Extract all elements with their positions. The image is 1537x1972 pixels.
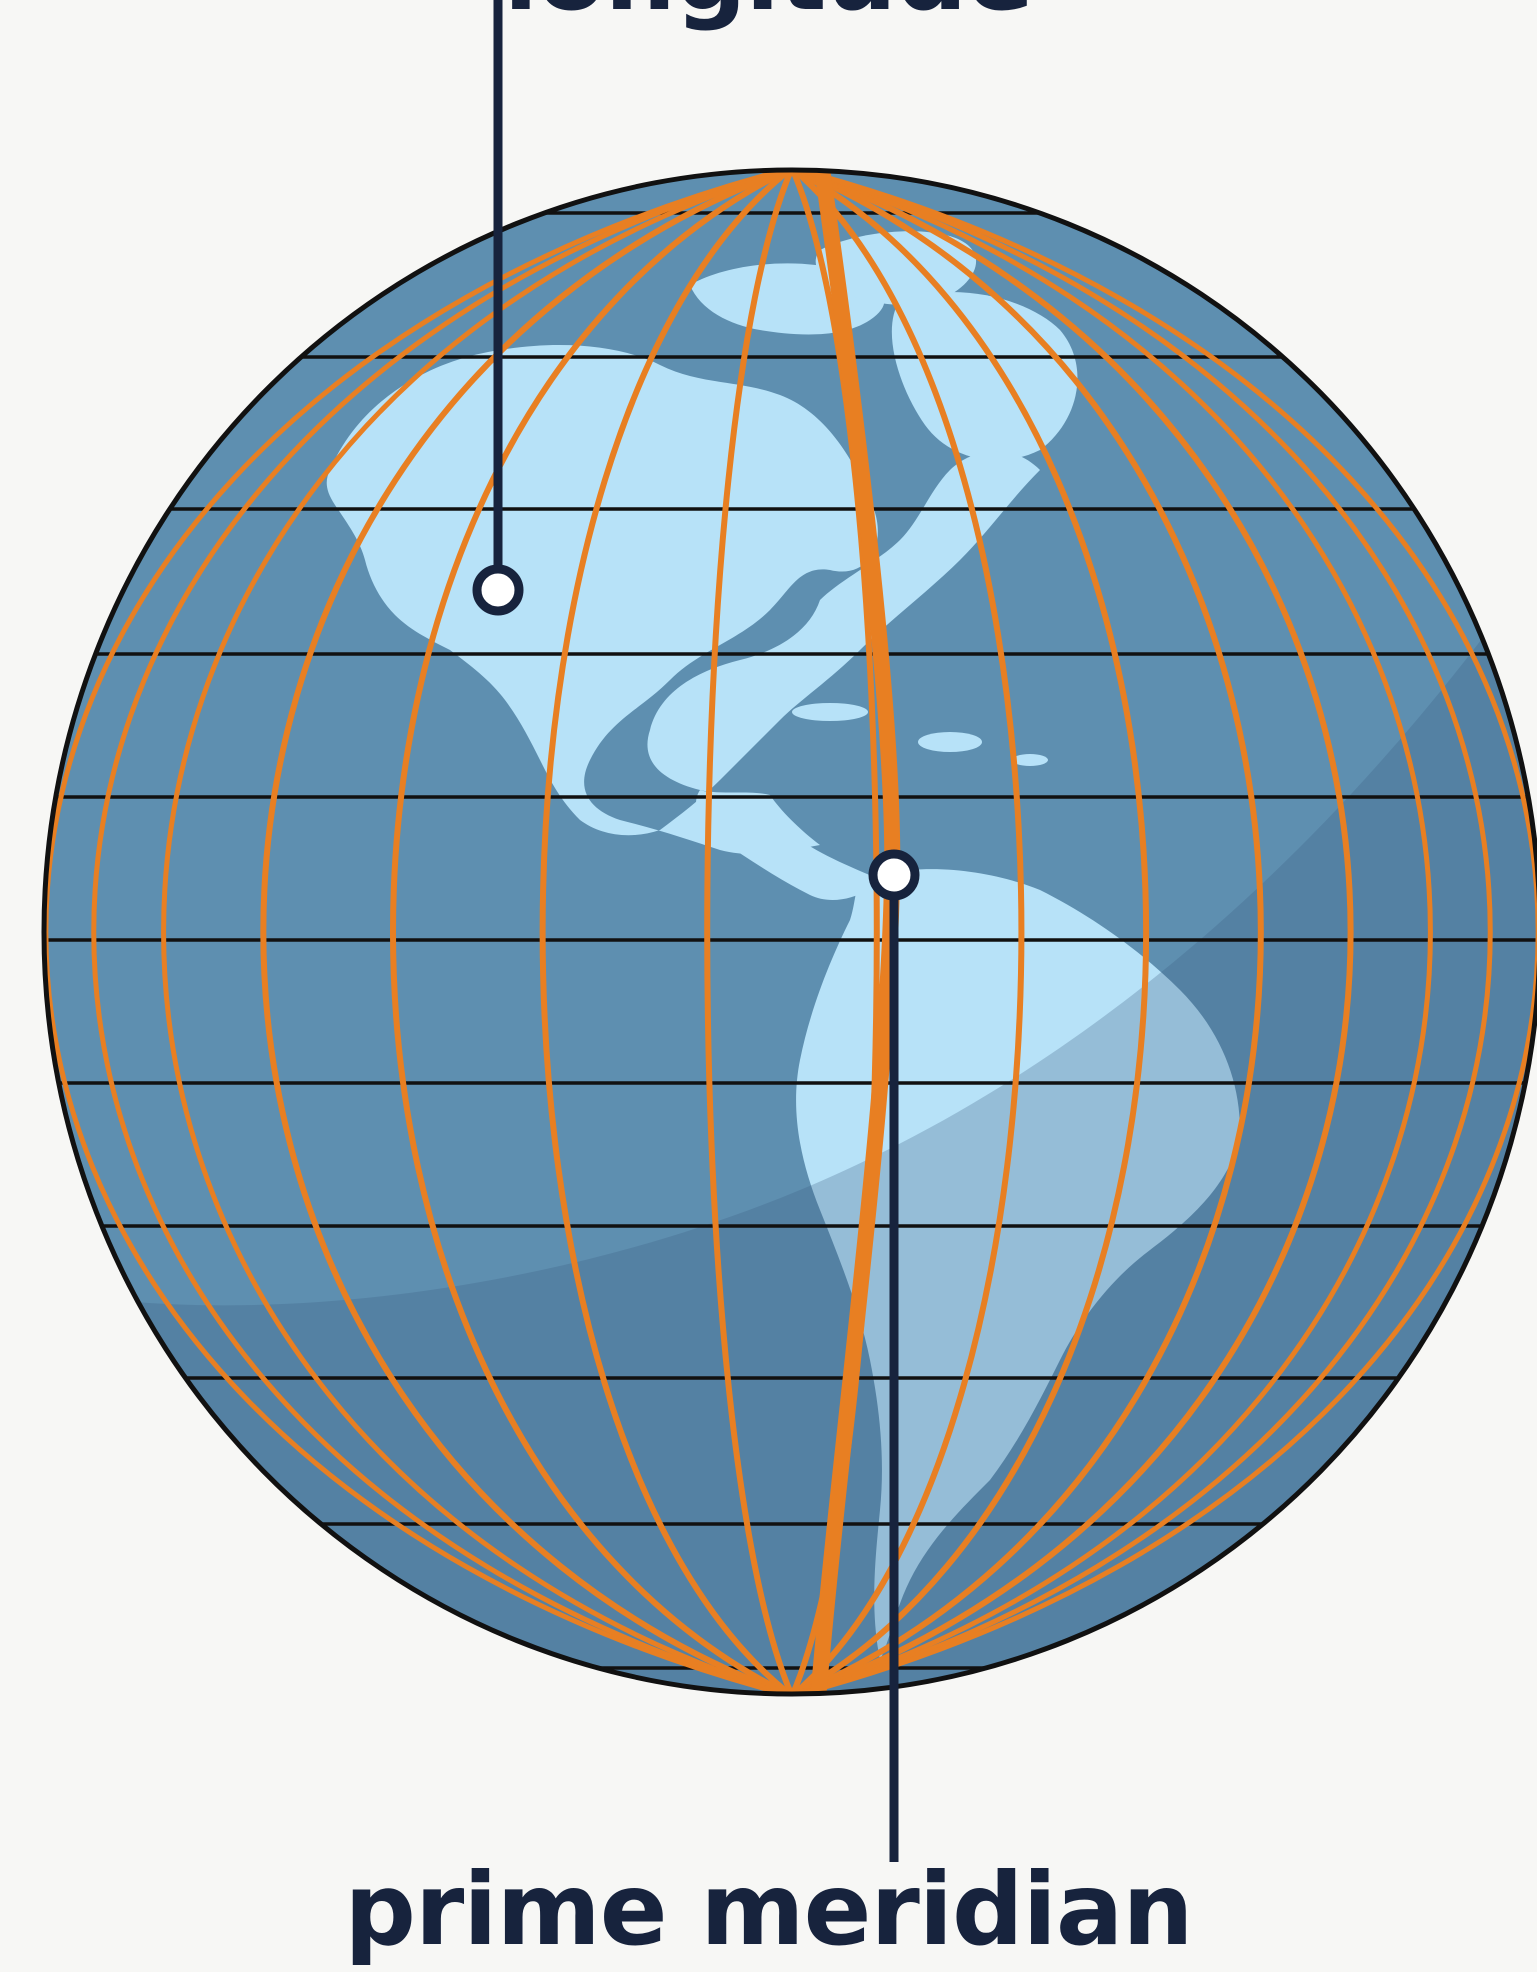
circle-marker-icon: [873, 854, 915, 896]
circle-marker-icon: [477, 569, 519, 611]
prime-meridian-label: prime meridian: [0, 1850, 1537, 1970]
longitude-label: longitude: [0, 0, 1537, 35]
